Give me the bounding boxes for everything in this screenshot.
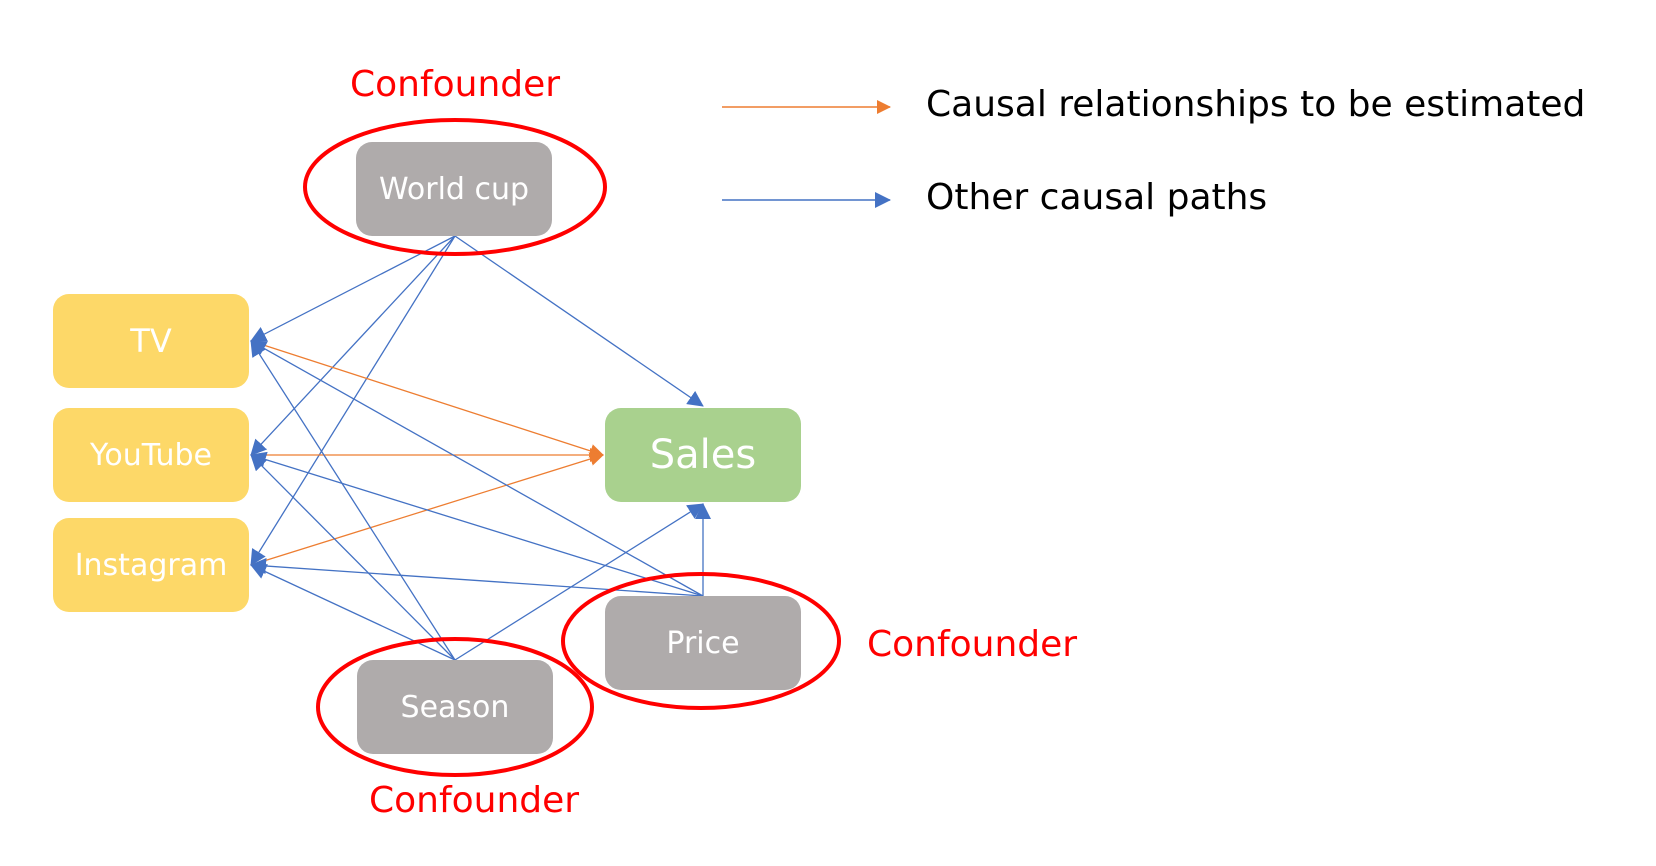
node-instagram: Instagram [53,518,249,612]
edge-season-to-youtube [250,454,456,661]
edge-world-cup-to-sales [454,235,704,407]
node-season-label: Season [400,689,510,725]
edge-season-to-sales [454,503,704,661]
node-youtube-label: YouTube [90,437,212,473]
edge-world-cup-to-instagram [250,235,456,566]
node-world-cup: World cup [356,142,552,236]
legend-estimated-label: Causal relationships to be estimated [926,84,1586,125]
price-highlight-ellipse [561,572,841,710]
node-price: Price [605,596,801,690]
node-tv: TV [53,294,249,388]
price-confounder-label: Confounder [867,624,1078,665]
world-cup-confounder-label: Confounder [350,64,561,105]
edge-price-to-youtube [250,451,704,597]
edge-tv-to-sales [250,340,604,458]
node-price-label: Price [666,625,740,661]
node-sales-label: Sales [649,432,757,478]
node-tv-label: TV [130,322,172,360]
node-sales: Sales [605,408,801,502]
season-confounder-label: Confounder [369,780,580,821]
edges-layer [250,235,711,661]
season-highlight-ellipse [316,637,594,777]
edge-season-to-tv [250,340,456,661]
node-season: Season [357,660,553,754]
edge-world-cup-to-youtube [250,235,456,456]
node-youtube: YouTube [53,408,249,502]
node-world-cup-label: World cup [378,171,530,207]
node-instagram-label: Instagram [74,547,228,583]
world-cup-highlight-ellipse [303,118,607,256]
edge-season-to-instagram [250,564,456,661]
edge-price-to-instagram [250,558,704,597]
edge-price-to-tv [250,340,704,597]
legend-other-label: Other causal paths [926,177,1268,218]
